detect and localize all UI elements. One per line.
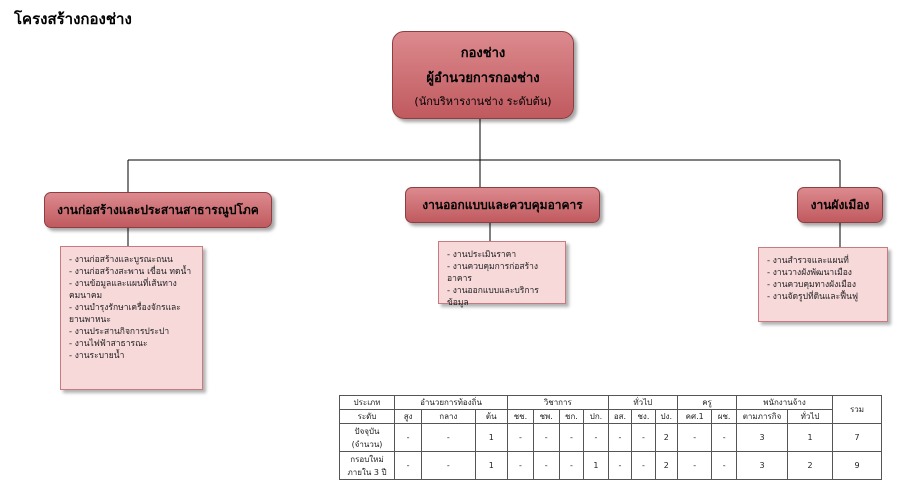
staffing-table: ประเภท อำนวยการท้องถิ่น วิชาการ ทั่วไป ค… <box>339 395 882 480</box>
task-item: - งานจัดรูปที่ดินและฟื้นฟู <box>767 292 858 302</box>
department-box-city-planning: งานผังเมือง <box>797 187 883 223</box>
total-header: รวม <box>832 395 882 424</box>
table-cell: - <box>631 423 656 452</box>
table-cell: 2 <box>654 451 679 480</box>
table-cell: 2 <box>787 451 833 480</box>
task-item: - งานควบคุมการก่อสร้างอาคาร <box>447 262 539 284</box>
task-item: - งานสำรวจและแผนที่ <box>767 256 849 266</box>
table-cell: - <box>507 423 534 452</box>
department-box-design: งานออกแบบและควบคุมอาคาร <box>405 187 600 223</box>
table-cell: - <box>393 423 423 452</box>
table-cell: 2 <box>654 423 679 452</box>
table-cell: 3 <box>736 451 788 480</box>
table-cell: - <box>532 423 560 452</box>
task-item: - งานไฟฟ้าสาธารณะ <box>69 339 148 349</box>
table-cell: 1 <box>474 451 509 480</box>
level-cell: คศ.1 <box>677 409 713 424</box>
task-item: - งานประเมินราคา <box>447 250 517 260</box>
level-cell: กลาง <box>421 409 476 424</box>
division-name: กองช่าง <box>460 46 506 61</box>
table-cell: - <box>711 423 737 452</box>
group-header: พนักงานจ้าง <box>736 395 833 410</box>
level-cell: ต้น <box>474 409 509 424</box>
table-cell: 1 <box>787 423 833 452</box>
table-cell: - <box>532 451 560 480</box>
table-row: ปัจจุบัน (จำนวน) - - 1 - - - - - - 2 - -… <box>339 423 882 452</box>
table-cell: - <box>558 451 585 480</box>
table-row: กรอบใหม่ ภายใน 3 ปี - - 1 - - - 1 - - 2 … <box>339 451 882 480</box>
group-header: ครู <box>677 395 737 410</box>
group-header: อำนวยการท้องถิ่น <box>393 395 509 410</box>
row-label: กรอบใหม่ ภายใน 3 ปี <box>339 451 395 480</box>
director-title: ผู้อำนวยการกองช่าง <box>426 71 540 86</box>
task-item: - งานออกแบบและบริการข้อมูล <box>447 286 539 308</box>
task-list-construction: - งานก่อสร้างและบูรณะถนน - งานก่อสร้างสะ… <box>60 246 203 390</box>
table-cell: 1 <box>583 451 609 480</box>
row-label: ปัจจุบัน (จำนวน) <box>339 423 395 452</box>
level-cell: ชก. <box>558 409 585 424</box>
level-cell: ผช. <box>711 409 737 424</box>
table-cell: 3 <box>736 423 788 452</box>
table-cell: - <box>393 451 423 480</box>
level-header: ระดับ <box>339 409 395 424</box>
level-cell: อส. <box>607 409 633 424</box>
level-cell: ปง. <box>654 409 679 424</box>
table-cell: - <box>607 451 633 480</box>
department-box-construction: งานก่อสร้างและประสานสาธารณูปโภค <box>44 192 272 228</box>
level-cell: ชช. <box>507 409 534 424</box>
head-box: กองช่าง ผู้อำนวยการกองช่าง (นักบริหารงาน… <box>392 31 574 119</box>
table-cell: - <box>583 423 609 452</box>
table-cell: - <box>631 451 656 480</box>
level-cell: ปก. <box>583 409 609 424</box>
task-item: - งานระบายน้ำ <box>69 351 125 361</box>
task-list-design: - งานประเมินราคา - งานควบคุมการก่อสร้างอ… <box>438 241 566 308</box>
level-cell: ชง. <box>631 409 656 424</box>
page-title: โครงสร้างกองช่าง <box>14 10 132 28</box>
table-cell: - <box>607 423 633 452</box>
table-cell: - <box>677 451 713 480</box>
group-header: ทั่วไป <box>607 395 679 410</box>
table-cell: - <box>711 451 737 480</box>
level-cell: ชพ. <box>532 409 560 424</box>
task-item: - งานควบคุมทางผังเมือง <box>767 280 857 290</box>
task-item: - งานก่อสร้างและบูรณะถนน <box>69 255 173 265</box>
task-item: - งานข้อมูลและแผนที่เส้นทางคมนาคม <box>69 279 177 301</box>
task-item: - งานประสานกิจการประปา <box>69 327 170 337</box>
table-cell: - <box>677 423 713 452</box>
group-header: วิชาการ <box>507 395 609 410</box>
director-position: (นักบริหารงานช่าง ระดับต้น) <box>414 95 552 108</box>
task-item: - งานก่อสร้างสะพาน เขื่อน ทดน้ำ <box>69 267 192 277</box>
table-cell: - <box>507 451 534 480</box>
table-cell: - <box>421 423 476 452</box>
type-header: ประเภท <box>339 395 395 410</box>
level-cell: ตามภารกิจ <box>736 409 788 424</box>
task-item: - งานบำรุงรักษาเครื่องจักรและยานพาหนะ <box>69 303 181 325</box>
table-cell: - <box>421 451 476 480</box>
table-cell: - <box>558 423 585 452</box>
task-item: - งานวางผังพัฒนาเมือง <box>767 268 852 278</box>
total-cell: 9 <box>832 451 882 480</box>
table-cell: 1 <box>474 423 509 452</box>
level-cell: ทั่วไป <box>787 409 833 424</box>
level-cell: สูง <box>393 409 423 424</box>
total-cell: 7 <box>832 423 882 452</box>
task-list-city-planning: - งานสำรวจและแผนที่ - งานวางผังพัฒนาเมือ… <box>758 247 888 322</box>
